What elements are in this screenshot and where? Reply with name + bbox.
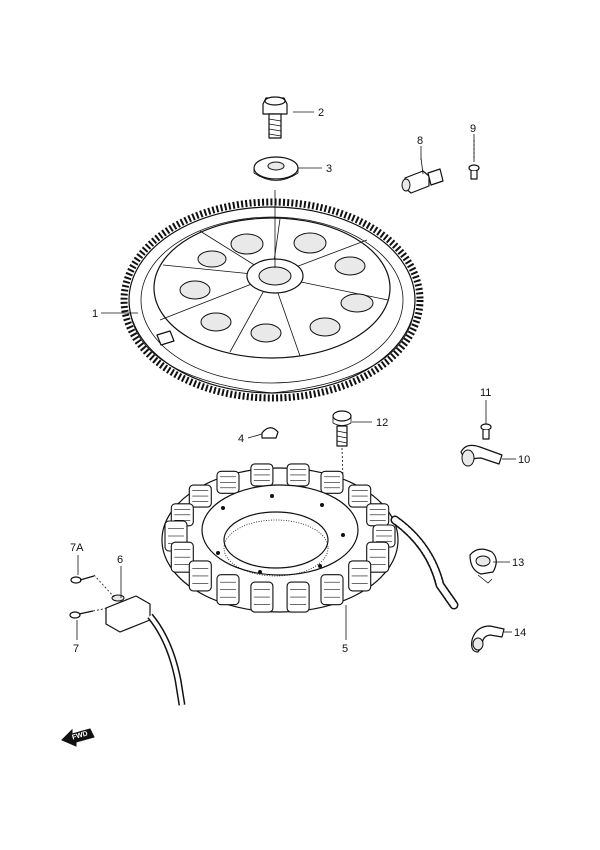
pickup-screw-7 — [69, 607, 109, 619]
woodruff-key — [261, 427, 279, 439]
stator — [161, 463, 459, 613]
pickup-coil — [105, 594, 186, 706]
clamp-screw — [480, 423, 492, 440]
callout-13: 13 — [512, 557, 524, 569]
pickup-screw-7a — [70, 574, 116, 599]
flywheel-bolt — [262, 96, 288, 139]
harness-clamp — [460, 444, 503, 467]
callout-12: 12 — [376, 417, 388, 429]
callout-14: 14 — [514, 627, 526, 639]
callout-11: 11 — [480, 387, 491, 399]
callout-labels: 1 2 3 4 5 6 7 7A 8 9 10 11 12 13 14 — [70, 107, 530, 655]
callout-9: 9 — [470, 123, 476, 135]
pulser-sensor — [401, 157, 444, 194]
flywheel — [120, 190, 424, 402]
callout-1: 1 — [92, 308, 98, 320]
leader-lines — [76, 111, 516, 640]
callout-7a: 7A — [70, 542, 84, 554]
callout-8: 8 — [417, 135, 423, 147]
callout-4: 4 — [238, 433, 244, 445]
callout-5: 5 — [342, 643, 348, 655]
callout-2: 2 — [318, 107, 324, 119]
cable-clamp — [471, 625, 505, 653]
callout-6: 6 — [117, 554, 123, 566]
callout-10: 10 — [518, 454, 530, 466]
callout-3: 3 — [326, 163, 332, 175]
washer — [253, 156, 299, 181]
fwd-label: FWD — [71, 730, 88, 741]
callout-7: 7 — [73, 643, 79, 655]
forward-arrow-icon: FWD — [61, 728, 95, 747]
wire-clip — [469, 548, 497, 584]
